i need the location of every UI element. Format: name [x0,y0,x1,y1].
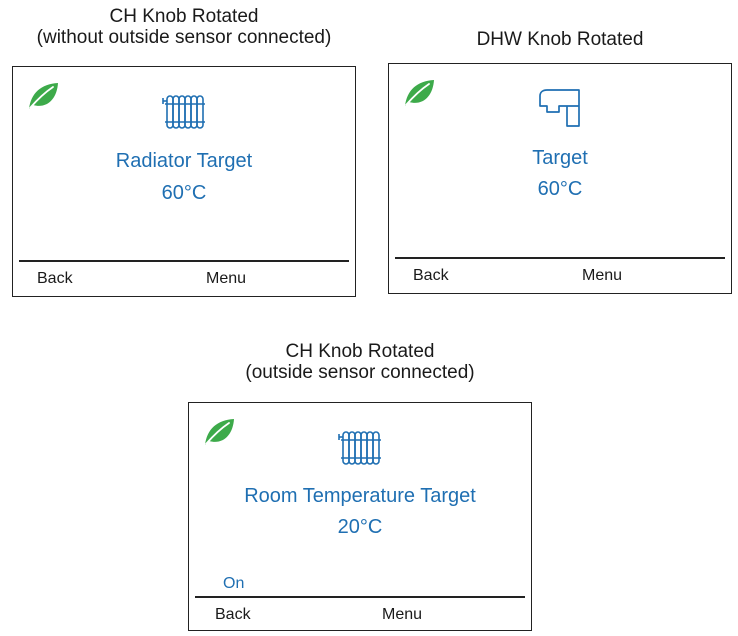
radiator-icon [338,431,381,465]
panel-2-divider [395,257,725,259]
panel-3-screen: Room Temperature Target 20°C On Back Men… [188,402,532,631]
radiator-icon [162,95,205,129]
panel-2-menu-key[interactable]: Menu [582,267,623,284]
panel-2-back-key[interactable]: Back [413,267,449,284]
panel-1-caption-title: CH Knob Rotated [109,6,259,27]
eco-leaf-icon [405,80,434,106]
panel-3-menu-key[interactable]: Menu [382,606,423,623]
panel-1-screen: Radiator Target 60°C Back Menu [12,66,356,297]
panel-1-divider [19,260,349,262]
panel-2-screen: Target 60°C Back Menu [388,63,732,294]
panel-1-menu-key[interactable]: Menu [206,270,247,287]
panel-1-target-label: Radiator Target [115,150,253,172]
panel-1-caption-subtitle: (without outside sensor connected) [36,27,332,48]
panel-2-target-label: Target [532,147,588,169]
panel-3-caption-subtitle: (outside sensor connected) [245,362,475,383]
panel-3-target-value: 20°C [337,516,383,538]
panel-2-target-value: 60°C [537,178,583,200]
panel-3-caption-title: CH Knob Rotated [285,341,435,362]
panel-1-back-key[interactable]: Back [37,270,73,287]
panel-1-target-value: 60°C [161,182,207,204]
panel-2-caption: DHW Knob Rotated [388,29,732,50]
panel-3-divider [195,596,525,598]
eco-leaf-icon [205,419,234,445]
eco-leaf-icon [29,83,58,109]
panel-3-status-on: On [223,575,245,592]
panel-3-caption: CH Knob Rotated (outside sensor connecte… [188,341,532,383]
tap-icon [539,89,580,127]
panel-2-caption-title: DHW Knob Rotated [476,29,644,50]
panel-3-back-key[interactable]: Back [215,606,251,623]
panel-1-caption: CH Knob Rotated (without outside sensor … [12,6,356,48]
panel-3-target-label: Room Temperature Target [244,485,476,507]
